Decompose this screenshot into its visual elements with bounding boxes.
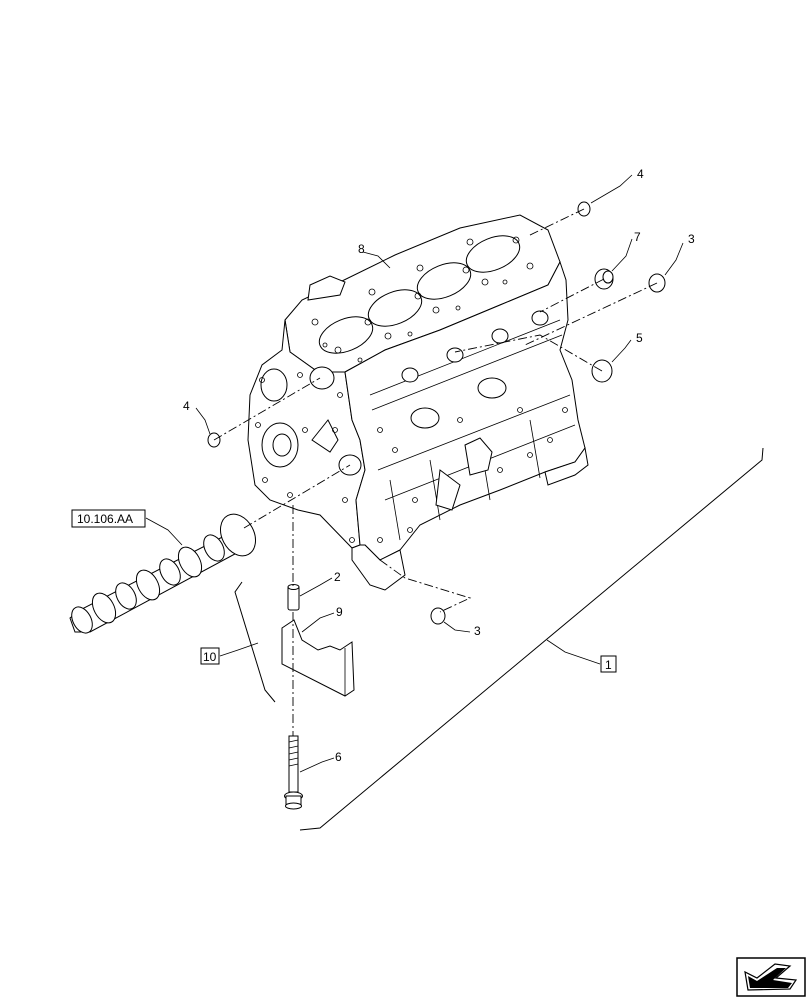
boxed-label-1: 1 bbox=[600, 655, 617, 673]
callout-8: 8 bbox=[358, 242, 365, 256]
callout-10: 10 bbox=[203, 650, 217, 664]
group-brackets bbox=[234, 447, 764, 831]
callout-2: 2 bbox=[334, 570, 341, 584]
center-lines bbox=[213, 208, 658, 736]
callout-3-lower: 3 bbox=[474, 624, 481, 638]
callout-labels: 4 7 3 8 5 4 2 9 3 6 bbox=[183, 167, 695, 764]
camshaft bbox=[69, 513, 257, 634]
leader-lines bbox=[145, 174, 684, 773]
callout-7: 7 bbox=[634, 230, 641, 244]
engine-block bbox=[247, 214, 589, 591]
bolt-6 bbox=[284, 735, 303, 810]
callout-6: 6 bbox=[335, 750, 342, 764]
callout-4-left: 4 bbox=[183, 399, 190, 413]
callout-1: 1 bbox=[605, 658, 612, 672]
plug-3-lower bbox=[430, 607, 446, 625]
callout-3-upper: 3 bbox=[688, 232, 695, 246]
camshaft-reference-link[interactable]: 10.106.AA bbox=[77, 512, 133, 526]
callout-4-upper: 4 bbox=[637, 167, 644, 181]
next-page-arrow-icon[interactable] bbox=[736, 957, 806, 997]
boxed-label-10: 10 bbox=[200, 647, 220, 665]
callout-5: 5 bbox=[636, 331, 643, 345]
bearing-cap-9 bbox=[281, 619, 355, 697]
callout-9: 9 bbox=[336, 605, 343, 619]
boxed-label-10-106-aa[interactable]: 10.106.AA bbox=[71, 509, 146, 528]
dowel-pin-2 bbox=[287, 584, 300, 611]
